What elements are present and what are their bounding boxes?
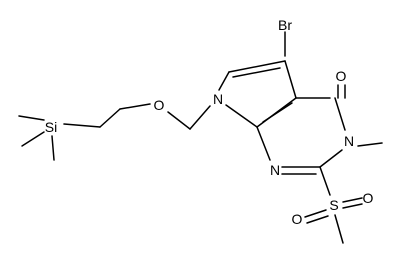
atom-o-carbonyl: O xyxy=(336,68,347,84)
atom-si: Si xyxy=(45,119,57,135)
bond-s-o1 xyxy=(342,197,363,203)
bond-c5-c6-double xyxy=(232,67,281,78)
bond-n7-c7a xyxy=(225,104,258,128)
bond-c4-n3 xyxy=(334,97,346,131)
bond-n7-ch2 xyxy=(189,105,211,130)
bond-c6-n7 xyxy=(218,71,230,91)
bond-s-o1-double xyxy=(342,203,363,209)
bond-n1-c7a xyxy=(256,126,271,161)
atom-br: Br xyxy=(278,17,292,33)
atom-n3: N xyxy=(344,133,354,149)
bond-o-ch2b xyxy=(119,103,151,110)
bond-c2-s xyxy=(319,166,331,196)
bond-s-o2-double xyxy=(306,215,329,224)
bonds xyxy=(18,31,383,244)
bond-si-me2 xyxy=(21,131,45,147)
atom-n1: N xyxy=(270,162,280,178)
atom-o-sulfonyl-left: O xyxy=(292,211,303,227)
bond-ch2-o xyxy=(167,111,191,130)
bond-s-methyl xyxy=(334,214,344,244)
bond-n3-c2 xyxy=(319,149,343,168)
atom-n7: N xyxy=(213,91,223,107)
bond-c7a-c4a-double xyxy=(262,102,293,123)
bond-n3-methyl xyxy=(357,142,383,147)
bond-si-me1 xyxy=(18,115,45,121)
bond-ch2c-si xyxy=(63,123,101,128)
bond-s-o2 xyxy=(304,209,327,218)
atom-o-sulfonyl-right: O xyxy=(363,190,374,206)
bond-si-me3 xyxy=(51,135,55,161)
atom-o-ether: O xyxy=(154,97,165,113)
bond-ch2b-ch2c xyxy=(99,108,121,128)
atom-s: S xyxy=(329,197,338,213)
atom-labels: Br O N N N O Si S O O xyxy=(45,17,374,227)
bond-c5-c6 xyxy=(228,60,286,73)
bond-c5-c4a xyxy=(284,60,297,99)
